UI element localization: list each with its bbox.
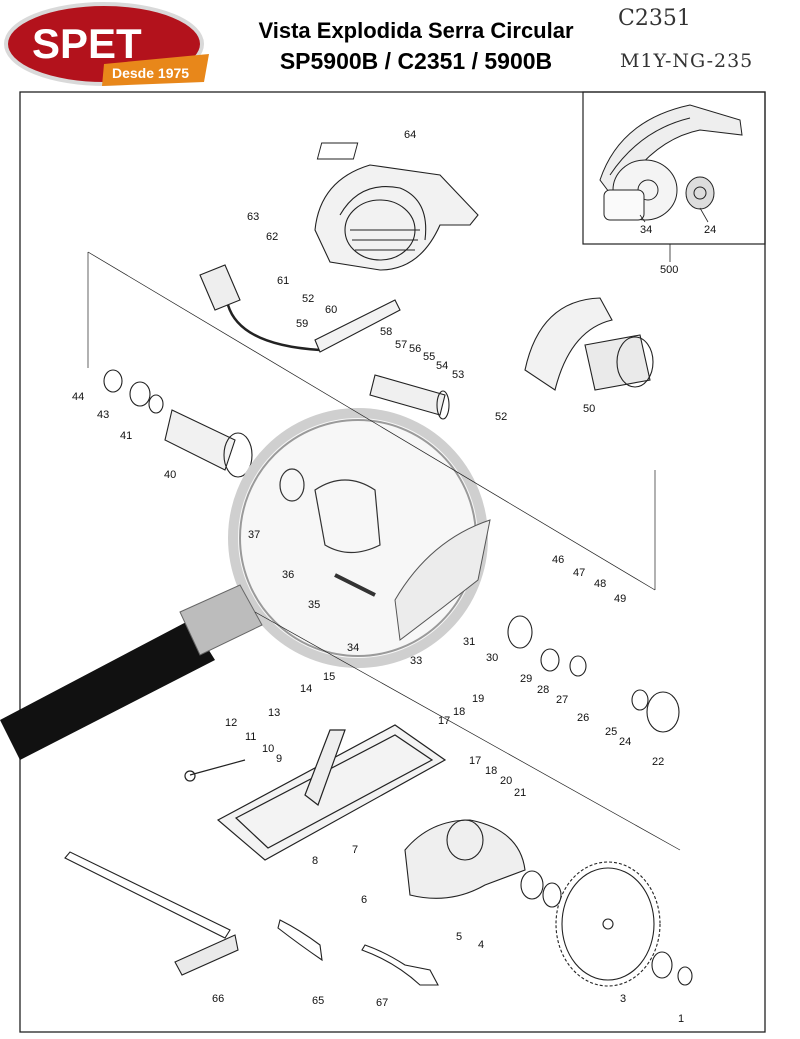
inset-label-34: 34: [640, 224, 652, 236]
armature-assembly: [103, 369, 253, 478]
label-10: 10: [262, 743, 274, 755]
model-code: C2351: [618, 6, 691, 31]
label-52b: 52: [495, 411, 507, 423]
logo-brand: SPET: [32, 20, 142, 67]
label-15: 15: [323, 671, 335, 683]
inset-saw-assembly: [599, 104, 743, 221]
label-36: 36: [282, 569, 294, 581]
label-28: 28: [537, 684, 549, 696]
logo-since: Desde 1975: [112, 65, 189, 81]
label-34: 34: [347, 642, 359, 654]
header: SPET Desde 1975 Vista Explodida Serra Ci…: [0, 0, 800, 92]
page-subtitle: SP5900B / C2351 / 5900B: [279, 48, 553, 74]
label-13: 13: [268, 707, 280, 719]
label-58: 58: [380, 326, 392, 338]
label-7: 7: [352, 844, 358, 856]
inset-label-500: 500: [660, 264, 678, 276]
label-47: 47: [573, 567, 585, 579]
label-65: 65: [312, 995, 324, 1007]
label-53: 53: [452, 369, 464, 381]
label-11: 11: [245, 731, 256, 743]
label-26: 26: [577, 712, 589, 724]
page-title: Vista Explodida Serra Circular: [258, 18, 574, 43]
label-55: 55: [423, 351, 435, 363]
label-57: 57: [395, 339, 407, 351]
label-24: 24: [619, 736, 631, 748]
label-62: 62: [266, 231, 278, 243]
label-29: 29: [520, 673, 532, 685]
label-63: 63: [247, 211, 259, 223]
label-31: 31: [463, 636, 475, 648]
assembly-guide-lines: [87, 251, 681, 851]
label-19: 19: [472, 693, 484, 705]
label-46: 46: [552, 554, 564, 566]
label-6: 6: [361, 894, 367, 906]
label-52a: 52: [302, 293, 314, 305]
label-43: 43: [97, 409, 109, 421]
label-67: 67: [376, 997, 388, 1009]
label-37: 37: [248, 529, 260, 541]
handle-assembly: [369, 297, 654, 420]
label-56: 56: [409, 343, 421, 355]
label-61: 61: [277, 275, 289, 287]
label-17a: 17: [438, 715, 450, 727]
model-variant: M1Y-NG-235: [620, 50, 754, 72]
label-plate: [316, 142, 359, 160]
power-cord: [199, 264, 401, 353]
saw-blade: [520, 861, 693, 987]
label-14: 14: [300, 683, 312, 695]
label-44: 44: [72, 391, 84, 403]
label-22: 22: [652, 756, 664, 768]
motor-housing: [314, 164, 479, 271]
gear-train: [507, 615, 680, 733]
label-33: 33: [410, 655, 422, 667]
label-18b: 18: [485, 765, 497, 777]
magnifier-icon: [0, 408, 491, 760]
label-4: 4: [478, 939, 484, 951]
label-60: 60: [325, 304, 337, 316]
inset-box: [582, 91, 766, 245]
label-25: 25: [605, 726, 617, 738]
label-41: 41: [120, 430, 132, 442]
label-50: 50: [583, 403, 595, 415]
label-18a: 18: [453, 706, 465, 718]
tools: [64, 851, 439, 986]
inset-label-24: 24: [704, 224, 716, 236]
label-59: 59: [296, 318, 308, 330]
lower-guard: [404, 819, 526, 899]
label-9: 9: [276, 753, 282, 765]
label-30: 30: [486, 652, 498, 664]
label-66: 66: [212, 993, 224, 1005]
label-17b: 17: [469, 755, 481, 767]
diagram-frame: [19, 91, 766, 1033]
label-1: 1: [678, 1013, 684, 1025]
label-5: 5: [456, 931, 462, 943]
label-12: 12: [225, 717, 237, 729]
label-8: 8: [312, 855, 318, 867]
label-27: 27: [556, 694, 568, 706]
label-64: 64: [404, 129, 416, 141]
label-21: 21: [514, 787, 526, 799]
label-49: 49: [614, 593, 626, 605]
label-40: 40: [164, 469, 176, 481]
label-3: 3: [620, 993, 626, 1005]
label-54: 54: [436, 360, 448, 372]
base-plate: [184, 724, 447, 861]
label-48: 48: [594, 578, 606, 590]
spet-logo: SPET Desde 1975: [4, 2, 209, 86]
label-20: 20: [500, 775, 512, 787]
label-35: 35: [308, 599, 320, 611]
